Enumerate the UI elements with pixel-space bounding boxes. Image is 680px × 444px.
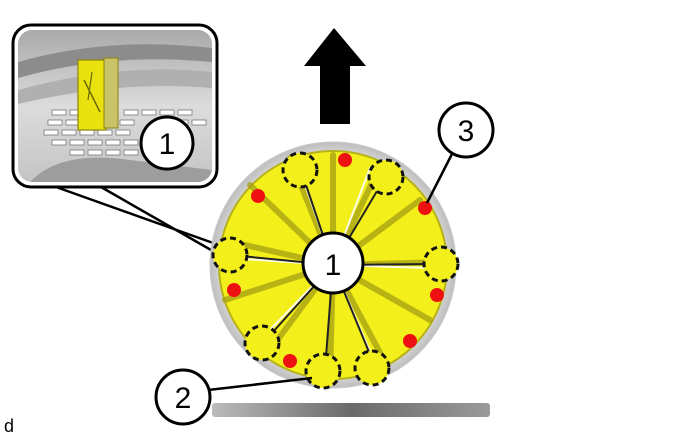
red-dot — [403, 334, 417, 348]
red-dot — [338, 153, 352, 167]
callout-top-right-text: 3 — [458, 115, 475, 148]
red-dot — [430, 288, 444, 302]
clip-marker-top-left — [281, 151, 319, 189]
contact-point-markers — [227, 153, 444, 368]
red-dot — [283, 354, 297, 368]
callout-inset-text: 1 — [159, 128, 176, 161]
red-dot — [227, 283, 241, 297]
callout-inset: 1 — [139, 115, 195, 171]
clip-marker-left — [211, 236, 249, 274]
clip-marker-bottom-left — [243, 324, 281, 362]
inset-clip-part — [77, 57, 119, 131]
clip-location-markers — [211, 151, 460, 390]
red-dot — [418, 201, 432, 215]
callout-bottom-text: 2 — [175, 382, 192, 415]
callout-top-right: 3 — [437, 101, 495, 159]
callout-center: 1 — [301, 231, 365, 295]
clip-marker-bottom-right — [353, 349, 391, 387]
inset-detail: 1 — [11, 23, 219, 189]
floor-shadow — [212, 403, 490, 417]
up-arrow-icon — [304, 28, 366, 124]
leader-line-2 — [207, 376, 313, 392]
clip-marker-bottom — [304, 352, 342, 390]
red-dot — [251, 189, 265, 203]
leader-line-lower — [100, 185, 219, 256]
corner-mark: d — [4, 416, 14, 436]
leader-line-upper — [55, 185, 217, 246]
leader-line-3 — [425, 149, 456, 204]
callout-center-text: 1 — [325, 249, 342, 282]
clip-marker-right — [422, 245, 460, 283]
callout-bottom: 2 — [154, 368, 212, 426]
clip-marker-top-right — [367, 158, 405, 196]
